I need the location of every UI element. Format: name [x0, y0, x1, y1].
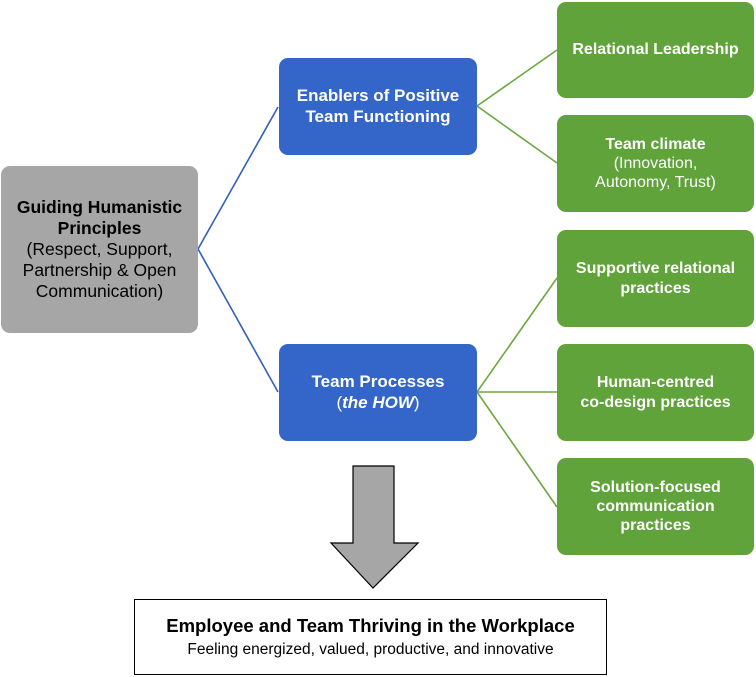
- supportive-practices-box: Supportive relational practices: [557, 230, 754, 327]
- supportive-practices-line1: Supportive relational: [575, 260, 736, 278]
- principles-detail-line2: Partnership & Open: [22, 260, 177, 280]
- down-arrow: [329, 465, 420, 589]
- enablers-line1: Enablers of Positive: [296, 86, 460, 106]
- connector-processes-to-supportive-practices: [476, 277, 558, 393]
- processes-line2: (the HOW): [336, 393, 419, 413]
- principles-box: Guiding Humanistic Principles (Respect, …: [1, 166, 198, 333]
- team-climate-title: Team climate: [605, 135, 706, 153]
- outcome-subtitle: Feeling energized, valued, productive, a…: [187, 640, 554, 658]
- communication-practices-line2: communication: [596, 497, 715, 515]
- principles-title-line1: Guiding Humanistic: [16, 197, 183, 217]
- relational-leadership-box: Relational Leadership: [557, 2, 754, 98]
- processes-paren-open: (: [336, 392, 343, 412]
- enablers-box: Enablers of Positive Team Functioning: [279, 58, 477, 155]
- principles-detail-line1: (Respect, Support,: [26, 239, 173, 259]
- processes-the-how: the HOW: [342, 392, 414, 412]
- outcome-box: Employee and Team Thriving in the Workpl…: [134, 599, 607, 675]
- connector-processes-to-communication-practices: [476, 391, 558, 508]
- enablers-line2: Team Functioning: [305, 106, 451, 126]
- principles-title-line2: Principles: [57, 218, 142, 238]
- processes-paren-close: ): [413, 392, 420, 412]
- outcome-title: Employee and Team Thriving in the Workpl…: [166, 614, 575, 636]
- processes-line1: Team Processes: [311, 372, 445, 392]
- connector-enablers-to-team-climate: [476, 105, 558, 164]
- codesign-practices-line2: co-design practices: [580, 393, 731, 411]
- team-climate-detail-line2: Autonomy, Trust): [595, 174, 716, 192]
- communication-practices-box: Solution-focused communication practices: [557, 458, 754, 555]
- communication-practices-line3: practices: [620, 517, 691, 535]
- processes-box: Team Processes (the HOW): [279, 344, 477, 441]
- supportive-practices-line2: practices: [620, 279, 691, 297]
- connector-enablers-to-relational-leadership: [476, 49, 558, 107]
- codesign-practices-line1: Human-centred: [596, 374, 715, 392]
- team-climate-detail-line1: (Innovation,: [613, 154, 698, 172]
- communication-practices-line1: Solution-focused: [590, 478, 721, 496]
- team-climate-box: Team climate (Innovation, Autonomy, Trus…: [557, 115, 754, 212]
- principles-detail-line3: Communication): [35, 281, 164, 301]
- connector-principles-to-enablers: [197, 106, 279, 250]
- codesign-practices-box: Human-centred co-design practices: [557, 344, 754, 441]
- connector-principles-to-processes: [197, 248, 279, 393]
- relational-leadership-title: Relational Leadership: [572, 41, 739, 59]
